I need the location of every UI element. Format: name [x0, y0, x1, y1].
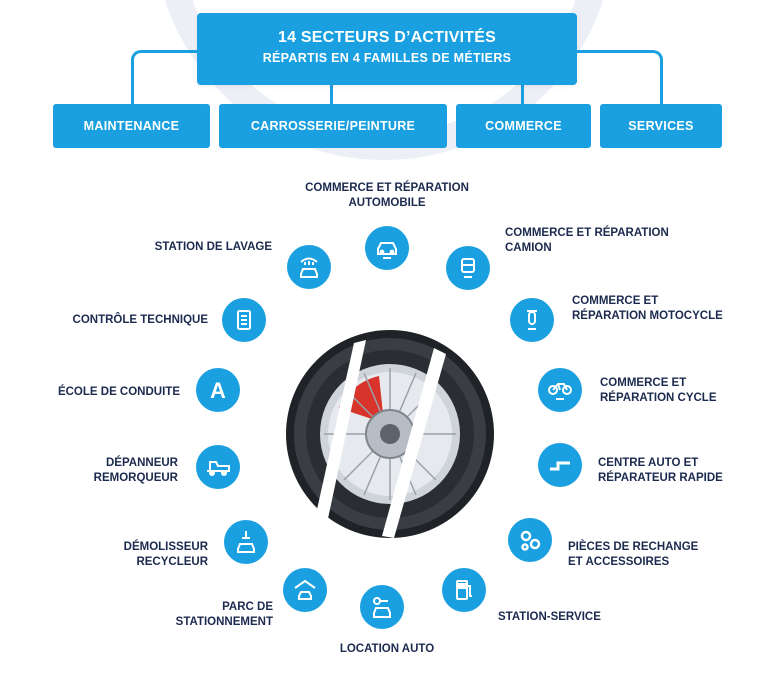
sector-label-depanneur-remorqueur: DÉPANNEUR REMORQUEUR — [93, 457, 178, 484]
header-title: 14 SECTEURS D’ACTIVITÉS — [278, 29, 496, 46]
wheel-illustration — [286, 330, 494, 538]
fuel-pump-icon — [442, 568, 486, 612]
family-maintenance[interactable]: MAINTENANCE — [53, 104, 210, 148]
sector-label-pieces-rechange: PIÈCES DE RECHANGE ET ACCESSOIRES — [568, 541, 699, 568]
sector-label-commerce-reparation-motocycle: COMMERCE ET RÉPARATION MOTOCYCLE — [572, 295, 723, 322]
checklist-icon — [222, 298, 266, 342]
sector-label-location-auto: LOCATION AUTO — [339, 643, 435, 655]
sector-label-centre-auto: CENTRE AUTO ET RÉPARATEUR RAPIDE — [598, 457, 723, 484]
connector-center-left — [330, 84, 333, 105]
crane-car-icon — [224, 520, 268, 564]
tow-truck-icon — [196, 445, 240, 489]
sector-label-commerce-reparation-automobile: COMMERCE ET RÉPARATION AUTOMOBILE — [305, 182, 469, 209]
car-wash-icon — [287, 245, 331, 289]
sector-label-controle-technique: CONTRÔLE TECHNIQUE — [72, 314, 208, 326]
header-subtitle: RÉPARTIS EN 4 FAMILLES DE MÉTIERS — [262, 51, 512, 65]
gears-icon — [508, 518, 552, 562]
family-carrosserie-peinture[interactable]: CARROSSERIE/PEINTURE — [219, 104, 447, 148]
sector-label-station-lavage: STATION DE LAVAGE — [154, 241, 272, 253]
letter-a-icon: A — [196, 368, 240, 412]
connector-right — [576, 50, 663, 105]
connector-center-right — [521, 84, 524, 105]
car-key-icon — [360, 585, 404, 629]
sector-label-commerce-reparation-cycle: COMMERCE ET RÉPARATION CYCLE — [600, 377, 717, 404]
sector-label-ecole-conduite: ÉCOLE DE CONDUITE — [57, 386, 180, 398]
svg-text:A: A — [210, 378, 226, 403]
bicycle-wrench-icon — [538, 368, 582, 412]
sector-label-commerce-reparation-camion: COMMERCE ET RÉPARATION CAMION — [505, 227, 669, 254]
truck-wrench-icon — [446, 246, 490, 290]
car-wrench-icon — [365, 226, 409, 270]
family-commerce[interactable]: COMMERCE — [456, 104, 591, 148]
quick-service-icon — [538, 443, 582, 487]
header-box: 14 SECTEURS D’ACTIVITÉS RÉPARTIS EN 4 FA… — [197, 13, 577, 85]
motorcycle-wrench-icon — [510, 298, 554, 342]
family-services[interactable]: SERVICES — [600, 104, 722, 148]
sector-label-demolisseur-recycleur: DÉMOLISSEUR RECYCLEUR — [123, 541, 208, 568]
connector-left — [131, 50, 198, 105]
sector-label-station-service: STATION-SERVICE — [498, 611, 601, 623]
sector-label-parc-stationnement: PARC DE STATIONNEMENT — [175, 601, 273, 628]
garage-icon — [283, 568, 327, 612]
